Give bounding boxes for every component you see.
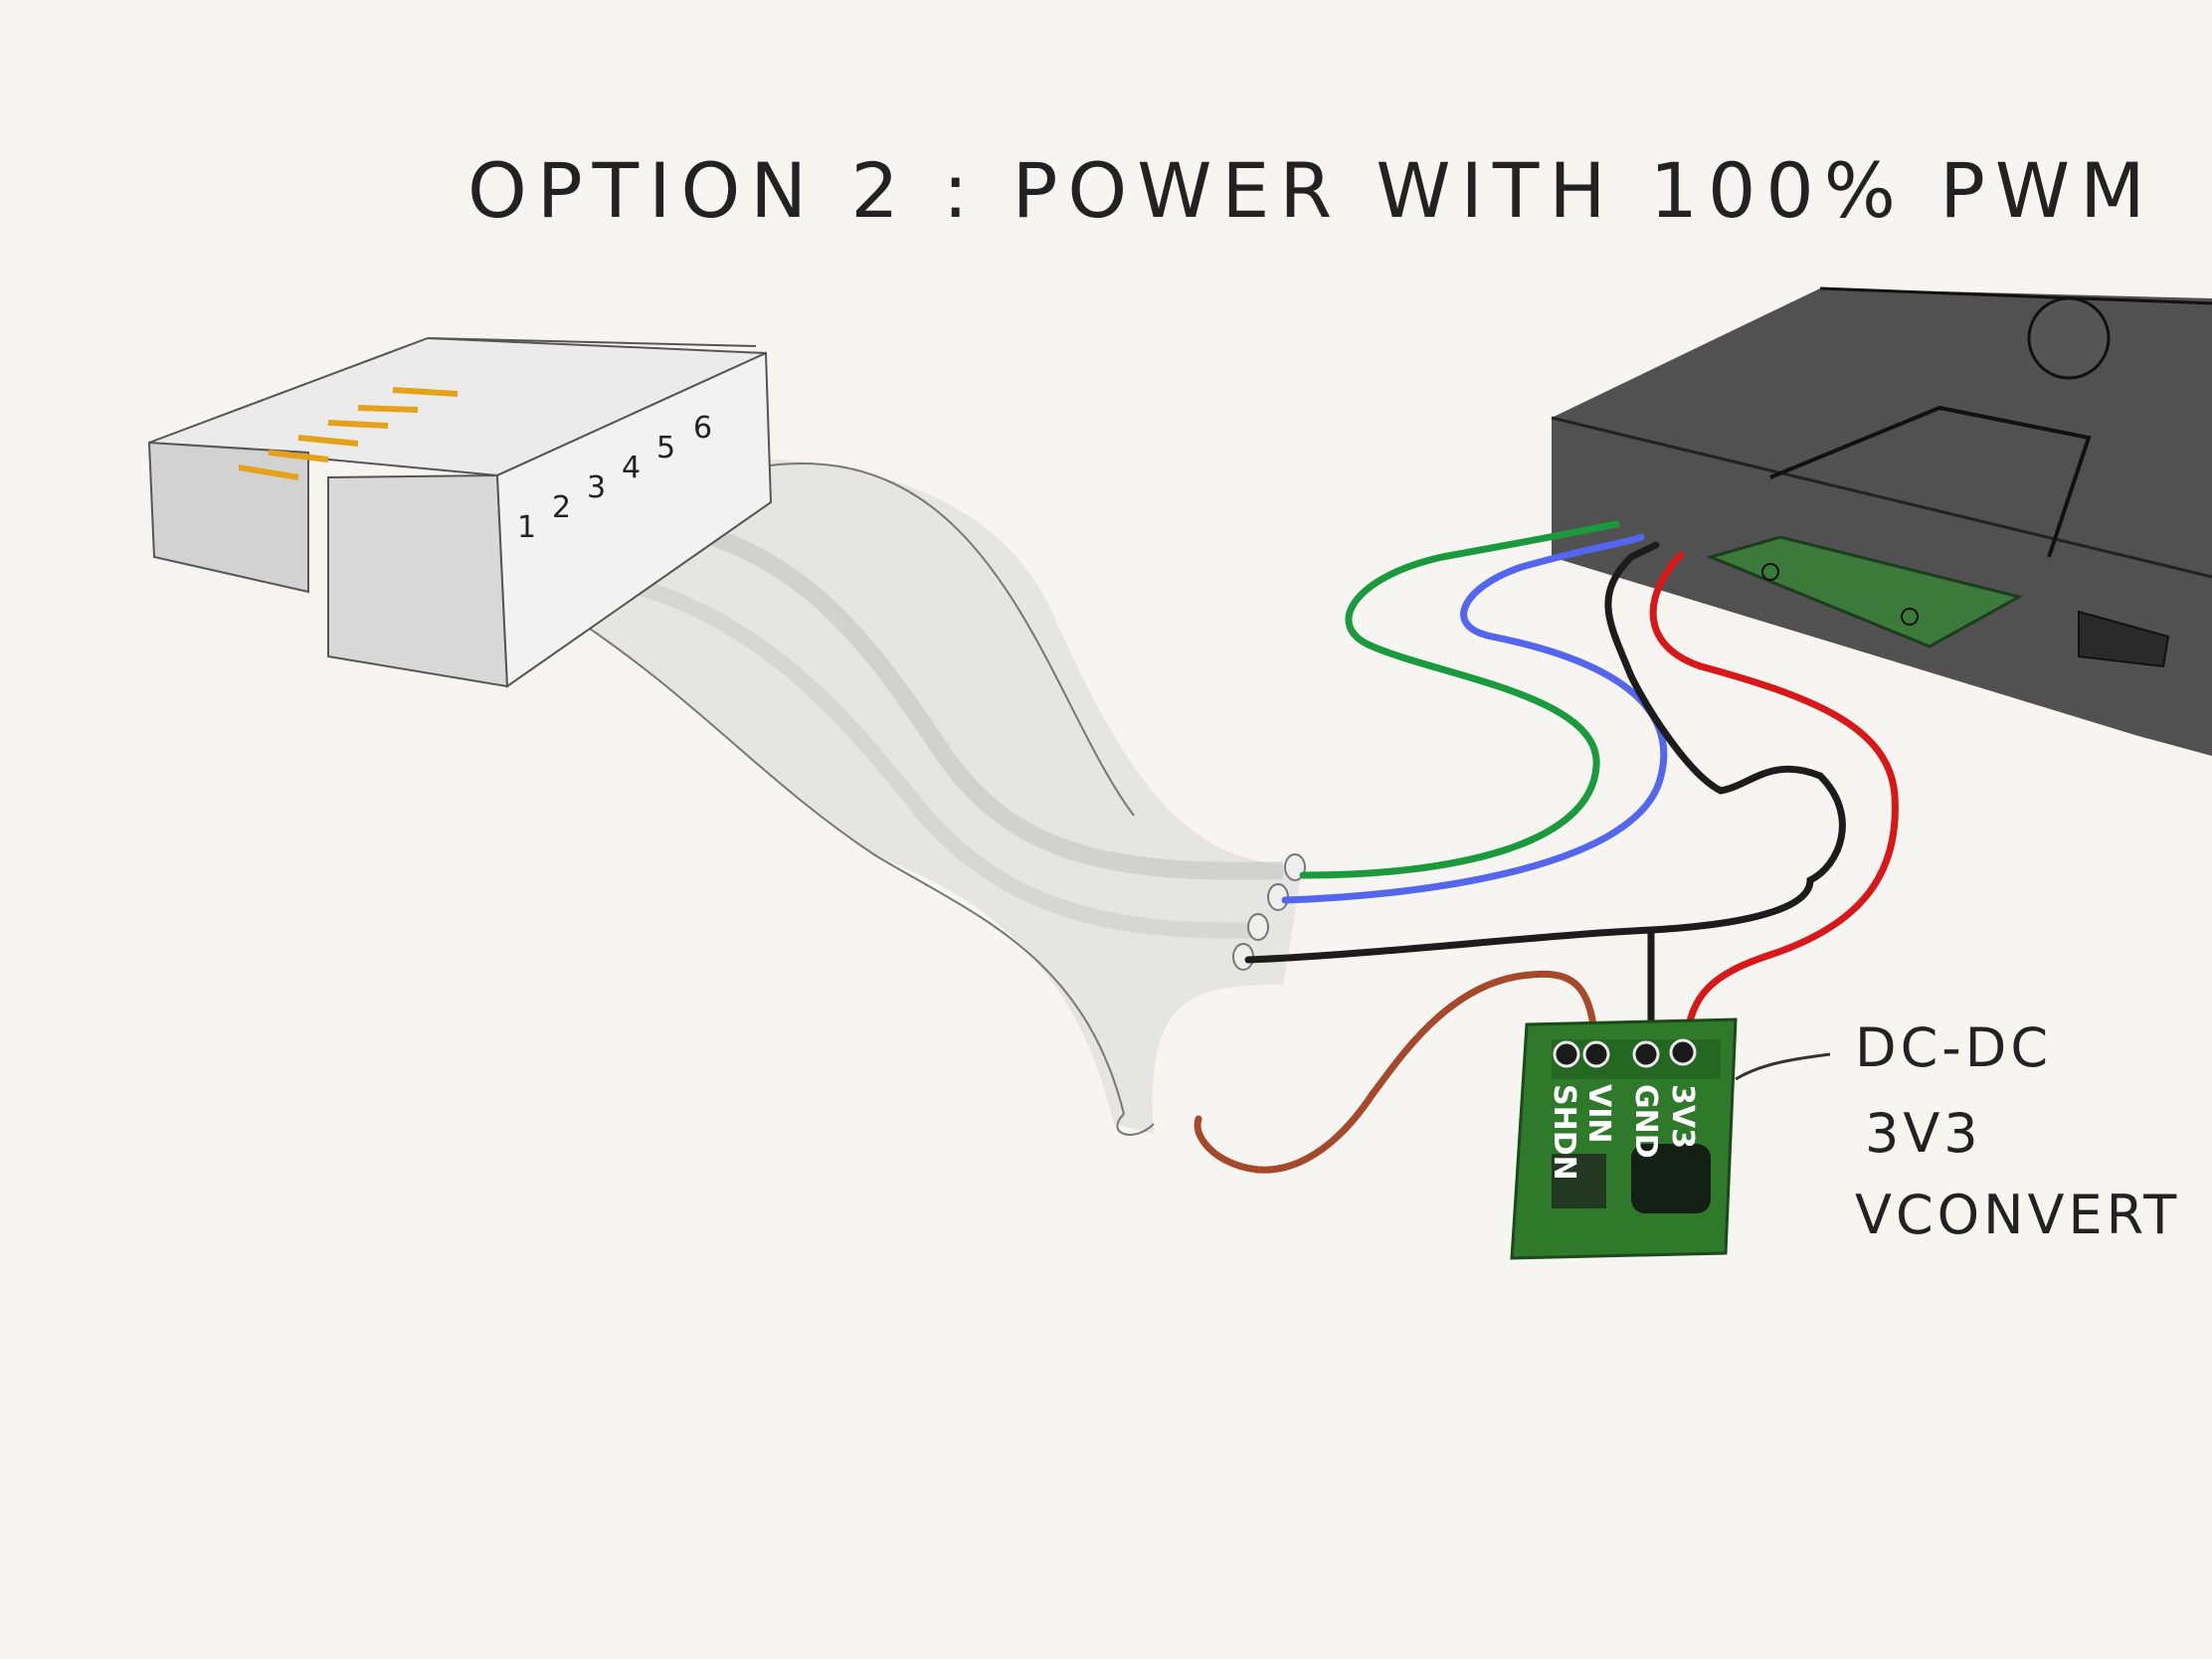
pcb-label-vin: VIN [1581, 1084, 1616, 1144]
caption-line-1: DC-DC [1855, 1016, 2052, 1079]
pin-hole-3v3 [1669, 1038, 1697, 1066]
blue-wire [1281, 533, 1668, 904]
ribbon-cable [556, 458, 1306, 1136]
pin-hole-vin [1582, 1040, 1610, 1068]
caption-leader-line [1735, 1052, 1831, 1081]
black-wire [1244, 541, 1846, 964]
caption-line-2: 3V3 [1865, 1102, 1982, 1165]
pin-number-1: 1 [517, 510, 536, 545]
green-wire [1299, 520, 1620, 879]
pcb-label-3v3: 3V3 [1665, 1084, 1700, 1149]
pin-hole-gnd [1632, 1040, 1660, 1068]
wires [1194, 520, 1899, 1174]
brown-wire [1194, 970, 1600, 1174]
pin-number-3: 3 [587, 470, 606, 505]
pin-number-6: 6 [693, 411, 712, 446]
pin-number-5: 5 [656, 431, 675, 465]
pin-number-4: 4 [622, 451, 641, 485]
dc-dc-module: SHDN VIN GND 3V3 [1510, 1017, 1738, 1260]
six-pin-connector: 1 2 3 4 5 6 [147, 336, 773, 688]
pcb-label-shdn: SHDN [1547, 1084, 1581, 1181]
device-board [1551, 286, 2212, 756]
pin-number-2: 2 [552, 490, 571, 525]
pin-hole-shdn [1553, 1040, 1580, 1068]
pcb-label-gnd: GND [1628, 1084, 1663, 1159]
red-wire [1649, 551, 1899, 1048]
caption-line-3: VCONVERT [1855, 1184, 2180, 1246]
sketch-title: OPTION 2 : POWER WITH 100% PWM [467, 146, 2155, 235]
